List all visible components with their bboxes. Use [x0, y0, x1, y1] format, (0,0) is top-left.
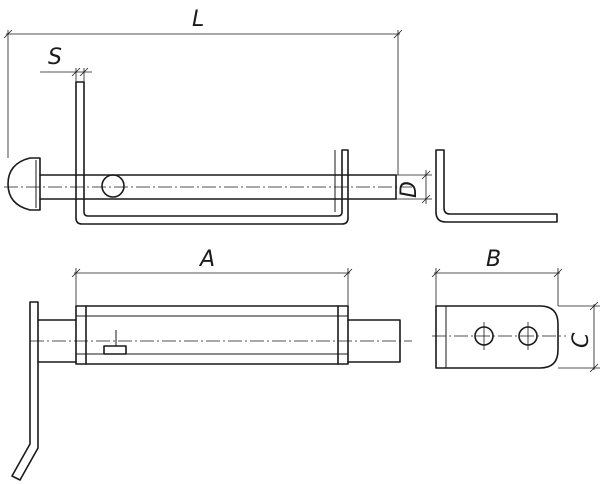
dimension-d-label: D	[397, 181, 422, 198]
dimension-a: A	[71, 247, 353, 306]
dimension-l-label: L	[192, 7, 204, 32]
rod-hole	[101, 174, 125, 198]
bracket-outer	[75, 81, 349, 225]
dimension-a-label: A	[198, 247, 215, 272]
end-view	[432, 305, 566, 369]
plate-outline	[435, 305, 559, 369]
bolt-handle	[11, 301, 39, 481]
dimension-s-label: S	[48, 45, 62, 70]
dimension-b-label: B	[486, 247, 501, 272]
dimension-d: D	[396, 170, 432, 204]
dimension-c: C	[558, 301, 600, 373]
bolt-knob	[7, 157, 41, 211]
dimension-c-label: C	[569, 332, 594, 348]
dimension-b: B	[431, 247, 563, 306]
bolt-housing	[75, 305, 349, 365]
pin	[103, 345, 127, 355]
dimension-l: L	[3, 7, 403, 175]
angle-profile	[435, 149, 558, 223]
dimension-s: S	[40, 45, 92, 82]
front-view	[11, 301, 412, 481]
top-view	[4, 81, 412, 225]
